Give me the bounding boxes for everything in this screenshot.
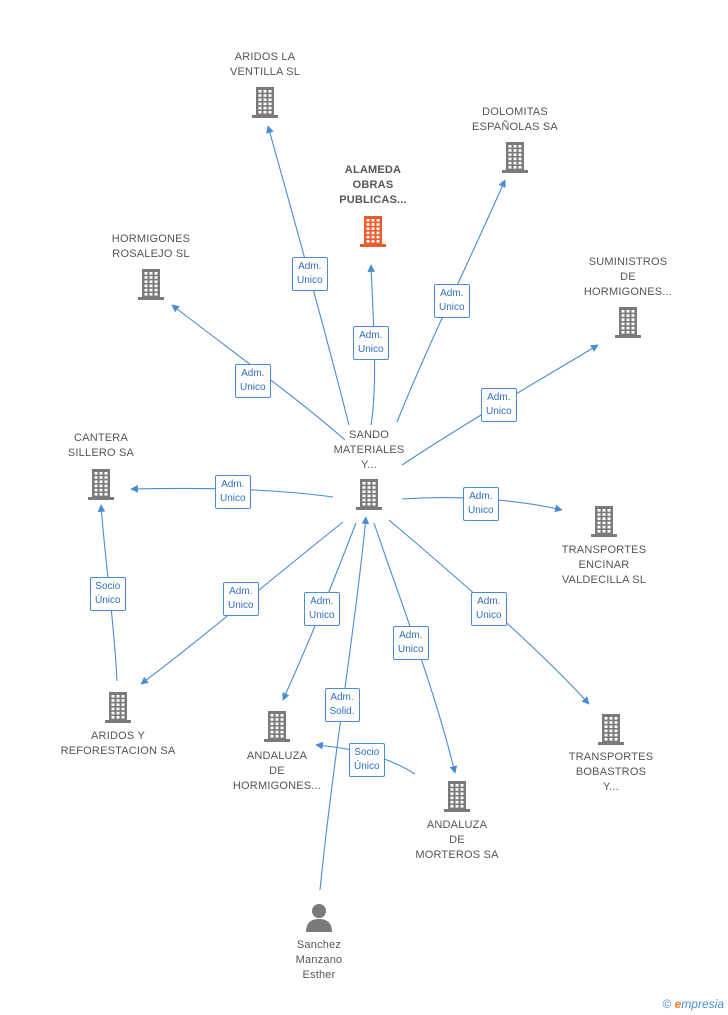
node-label: TRANSPORTES BOBASTROS Y... <box>568 751 654 793</box>
edge-label[interactable]: Socio Único <box>349 743 385 777</box>
edge-label[interactable]: Adm. Unico <box>353 326 389 360</box>
node-label: TRANSPORTES ENCINAR VALDECILLA SL <box>561 544 647 586</box>
edge-label[interactable]: Adm. Solid. <box>324 688 360 722</box>
building-icon <box>250 86 280 125</box>
brand-name: mpresia <box>681 997 724 1011</box>
edge-label[interactable]: Adm. Unico <box>215 475 251 509</box>
building-icon <box>589 505 619 544</box>
node-label: HORMIGONES ROSALEJO SL <box>111 233 191 260</box>
node-label: ARIDOS LA VENTILLA SL <box>229 51 301 78</box>
node-label: DOLOMITAS ESPAÑOLAS SA <box>472 106 558 133</box>
edge-label[interactable]: Adm. Unico <box>463 487 499 521</box>
building-icon <box>86 468 116 507</box>
edge-label[interactable]: Adm. Unico <box>292 257 328 291</box>
edge-label[interactable]: Adm. Unico <box>235 364 271 398</box>
node-label: ANDALUZA DE HORMIGONES... <box>232 750 322 792</box>
edge-label[interactable]: Adm. Unico <box>481 388 517 422</box>
building-icon <box>596 713 626 752</box>
edge-label[interactable]: Adm. Unico <box>393 626 429 660</box>
node-label: SANDO MATERIALES Y... <box>333 429 405 471</box>
building-icon <box>262 710 292 749</box>
person-icon <box>304 902 334 937</box>
node-label: Sanchez Manzano Esther <box>295 939 343 981</box>
edge-label[interactable]: Adm. Unico <box>434 284 470 318</box>
copyright-symbol: © <box>662 997 672 1011</box>
node-label: SUMINISTROS DE HORMIGONES... <box>583 256 673 298</box>
node-label: ARIDOS Y REFORESTACION SA <box>60 730 176 757</box>
building-icon <box>500 141 530 180</box>
edge-label[interactable]: Socio Único <box>90 577 126 611</box>
building-icon <box>354 478 384 517</box>
building-icon <box>613 306 643 345</box>
building-icon <box>103 691 133 730</box>
brand-initial: e <box>674 997 682 1011</box>
node-label: ANDALUZA DE MORTEROS SA <box>415 819 499 861</box>
building-icon <box>358 215 388 254</box>
node-label: ALAMEDA OBRAS PUBLICAS... <box>339 164 407 206</box>
node-label: CANTERA SILLERO SA <box>67 432 135 459</box>
edge-label[interactable]: Adm. Unico <box>471 592 507 626</box>
building-icon <box>442 780 472 819</box>
edge-label[interactable]: Adm. Unico <box>223 582 259 616</box>
edge-label[interactable]: Adm. Unico <box>304 592 340 626</box>
empresia-logo: © empresia <box>662 997 724 1011</box>
building-icon <box>136 268 166 307</box>
